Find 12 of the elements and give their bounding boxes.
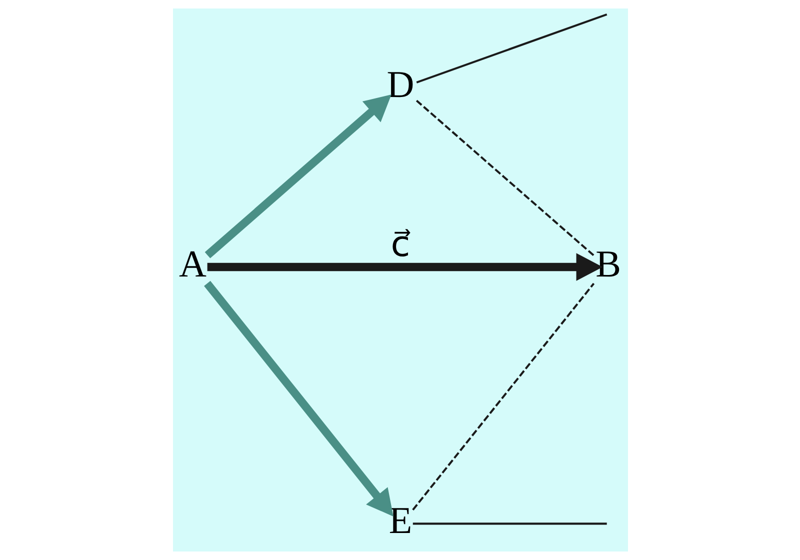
arrow (204, 280, 393, 516)
connector (412, 282, 594, 511)
node-text: D (386, 64, 414, 106)
node-text: A (178, 243, 206, 286)
connector (412, 522, 606, 525)
edge-label: c⃗ (390, 224, 410, 265)
connector (415, 100, 594, 256)
arrow (204, 94, 391, 258)
node-text: E (388, 500, 412, 542)
node-text: B (595, 243, 620, 286)
connector (416, 13, 607, 84)
arrow (206, 253, 602, 281)
